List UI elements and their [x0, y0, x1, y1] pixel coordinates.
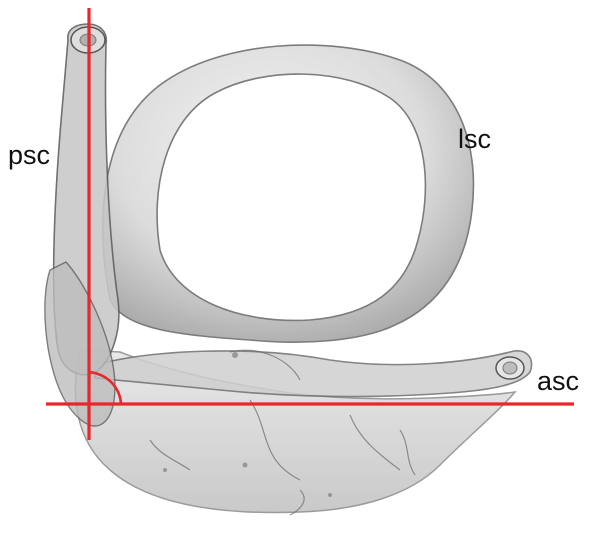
lsc-label: lsc — [458, 126, 491, 153]
asc-label: asc — [537, 368, 579, 395]
psc-label: psc — [8, 142, 50, 169]
lsc-canal — [103, 45, 474, 342]
